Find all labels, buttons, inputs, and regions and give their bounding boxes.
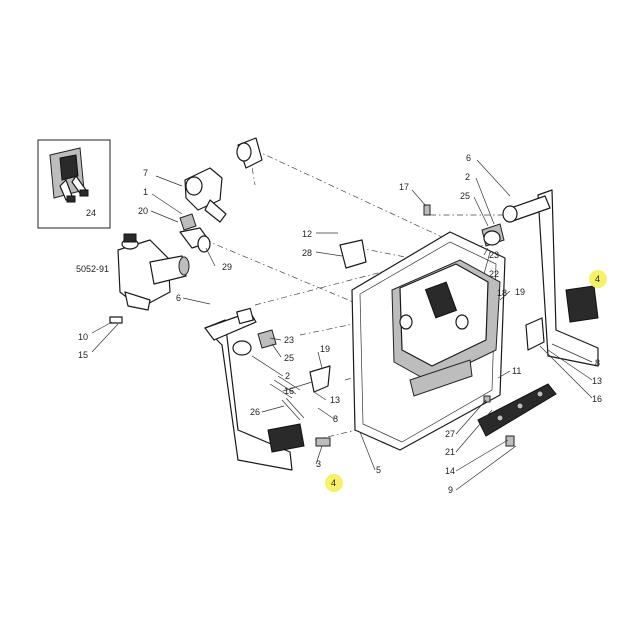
small-parts bbox=[339, 204, 557, 447]
callout-2-left: 2 bbox=[285, 371, 290, 381]
callout-6-right: 6 bbox=[466, 153, 471, 163]
callout-15: 15 bbox=[78, 350, 88, 360]
callout-16-right: 16 bbox=[592, 394, 602, 404]
callout-17: 17 bbox=[399, 182, 409, 192]
callout-13-right: 13 bbox=[592, 376, 602, 386]
callout-29: 29 bbox=[222, 262, 232, 272]
callout-23-left: 23 bbox=[284, 335, 294, 345]
highlight-marker-left bbox=[325, 474, 343, 492]
right-pedal bbox=[481, 189, 599, 367]
callout-27: 27 bbox=[445, 429, 455, 439]
callout-19-left: 19 bbox=[320, 344, 330, 354]
callout-12: 12 bbox=[302, 229, 312, 239]
callout-11: 11 bbox=[512, 366, 521, 376]
callout-8-right: 8 bbox=[595, 358, 600, 368]
callout-5: 5 bbox=[376, 465, 381, 475]
callout-3: 3 bbox=[316, 459, 321, 469]
highlight-marker-right bbox=[589, 270, 607, 288]
callout-18: 18 bbox=[497, 288, 507, 298]
inset-cab-view bbox=[37, 139, 111, 229]
callout-6-left: 6 bbox=[176, 293, 181, 303]
callout-13-left: 13 bbox=[330, 395, 340, 405]
callout-14: 14 bbox=[445, 466, 455, 476]
callout-1: 1 bbox=[143, 187, 148, 197]
callout-28: 28 bbox=[302, 248, 312, 258]
callout-4-left-highlighted: 4 bbox=[331, 478, 336, 488]
callout-16-left: 16 bbox=[284, 386, 294, 396]
callout-labels: 24 7 1 20 29 6 10 15 12 28 17 6 2 25 23 … bbox=[76, 153, 602, 495]
callout-23-right: 23 bbox=[489, 250, 499, 260]
leader-lines bbox=[91, 159, 593, 491]
callout-26: 26 bbox=[250, 407, 260, 417]
callout-22: 22 bbox=[489, 269, 499, 279]
callout-20: 20 bbox=[138, 206, 148, 216]
master-cylinder bbox=[109, 233, 190, 324]
callout-21: 21 bbox=[445, 447, 455, 457]
push-rod-parts bbox=[179, 137, 263, 253]
callout-7: 7 bbox=[143, 168, 148, 178]
callout-19-right: 19 bbox=[515, 287, 525, 297]
callout-25-right: 25 bbox=[460, 191, 470, 201]
callout-9: 9 bbox=[448, 485, 453, 495]
callout-2-right: 2 bbox=[465, 172, 470, 182]
callout-24: 24 bbox=[86, 208, 96, 218]
callout-10: 10 bbox=[78, 332, 88, 342]
callout-8-left: 8 bbox=[333, 414, 338, 424]
callout-4-right-highlighted: 4 bbox=[595, 274, 600, 284]
left-pedal bbox=[204, 307, 331, 471]
central-plate bbox=[351, 231, 506, 451]
reference-code: 5052-91 bbox=[76, 264, 109, 274]
callout-25-left: 25 bbox=[284, 353, 294, 363]
